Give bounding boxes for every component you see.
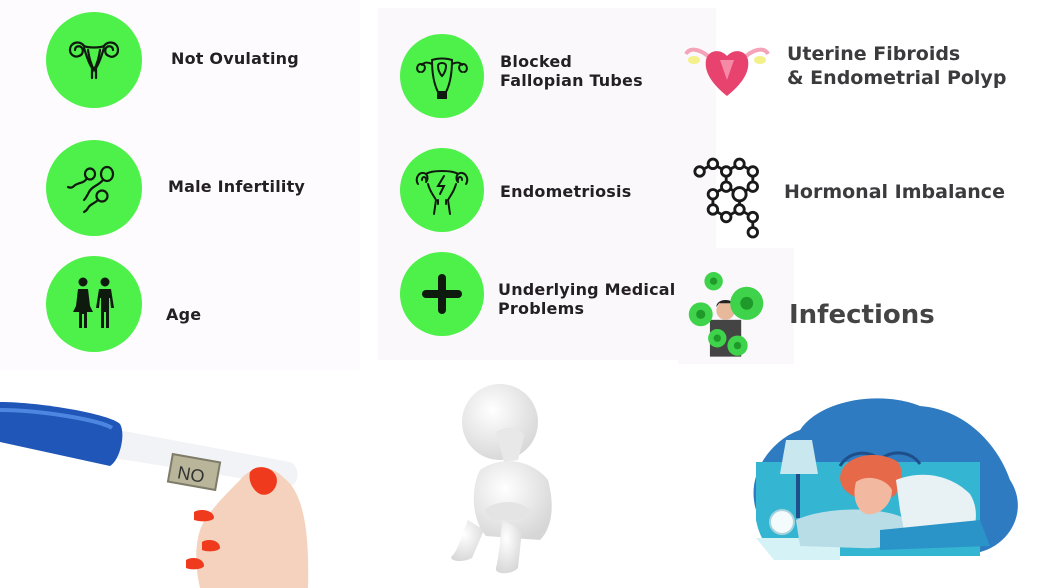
pink-uterus-icon xyxy=(684,47,770,96)
blocked-fallopian-tubes-label: Blocked Fallopian Tubes xyxy=(500,52,643,90)
hormonal-imbalance-label: Hormonal Imbalance xyxy=(784,181,1005,203)
pregnancy-test-image: NO xyxy=(0,402,309,588)
infections-label: Infections xyxy=(789,300,935,330)
underlying-label-line2: Problems xyxy=(498,299,585,318)
left-causes-panel: Not Ovulating Male Infertility Age xyxy=(0,0,360,370)
blocked-tubes-icon-circle xyxy=(400,34,484,118)
fibroids-label-line1: Uterine Fibroids xyxy=(787,43,961,65)
man-woman-icon xyxy=(73,277,114,328)
underlying-label-line1: Underlying Medical xyxy=(498,280,676,299)
right-causes-panel: Uterine Fibroids & Endometrial Polyp Hor… xyxy=(678,0,1044,380)
blocked-fallopian-tubes-icon xyxy=(416,57,468,99)
sperm-icon xyxy=(66,165,115,214)
male-infertility-icon-circle xyxy=(46,140,142,236)
age-label: Age xyxy=(166,305,202,324)
blocked-label-line1: Blocked xyxy=(500,52,573,71)
sad-figure-image xyxy=(451,384,552,574)
hormone-molecule-icon xyxy=(693,157,759,239)
not-ovulating-label: Not Ovulating xyxy=(171,49,299,68)
test-display-text: NO xyxy=(176,462,206,486)
medical-problems-icon-circle xyxy=(400,252,484,336)
uterine-fibroids-label: Uterine Fibroids & Endometrial Polyp xyxy=(787,42,1006,90)
plus-icon xyxy=(422,274,462,314)
underlying-medical-problems-label: Underlying Medical Problems xyxy=(498,280,675,318)
fibroids-label-line2: & Endometrial Polyp xyxy=(787,67,1007,89)
endometriosis-uterus-icon xyxy=(415,170,469,215)
virus-person-icon xyxy=(688,272,764,357)
age-icon-circle xyxy=(46,256,142,352)
not-ovulating-icon-circle xyxy=(46,12,142,108)
blocked-label-line2: Fallopian Tubes xyxy=(500,71,643,90)
endometriosis-icon-circle xyxy=(400,148,484,232)
endometriosis-label: Endometriosis xyxy=(500,182,632,201)
male-infertility-label: Male Infertility xyxy=(168,177,306,196)
sleepless-woman-image xyxy=(753,398,1018,560)
middle-causes-panel: Blocked Fallopian Tubes Endometriosis Un… xyxy=(378,8,716,360)
uterus-icon xyxy=(68,41,120,80)
